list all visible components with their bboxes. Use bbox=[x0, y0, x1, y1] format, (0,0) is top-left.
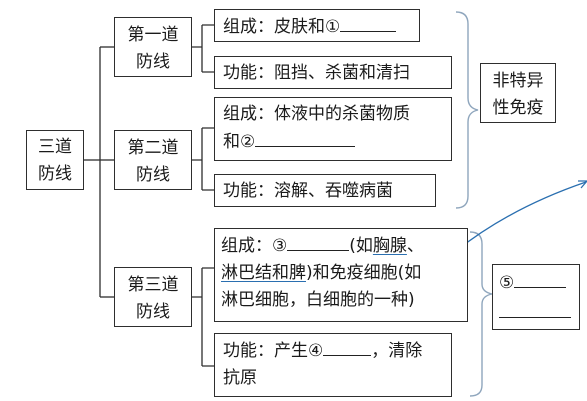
nonspecific-immunity-box: 非特异 性免疫 bbox=[480, 63, 556, 123]
third-function-prefix: 功能：产生 bbox=[223, 341, 308, 361]
first-defense-subtitle: 防线 bbox=[136, 52, 170, 72]
third-composition-sep: 、 bbox=[406, 236, 424, 256]
second-defense-subtitle: 防线 bbox=[136, 165, 170, 185]
second-function-box: 功能：溶解、吞噬病菌 bbox=[214, 174, 436, 207]
second-function-text: 功能：溶解、吞噬病菌 bbox=[223, 181, 393, 201]
nonspecific-line2: 性免疫 bbox=[492, 98, 544, 118]
first-function-box: 功能：阻挡、杀菌和清扫 bbox=[214, 56, 452, 89]
blank-number-5: ⑤ bbox=[499, 273, 515, 293]
third-defense-subtitle: 防线 bbox=[136, 302, 170, 322]
third-function-box: 功能：产生④ ，清除 抗原 bbox=[214, 333, 452, 397]
answer-blank-2 bbox=[255, 128, 356, 147]
third-function-line2: 抗原 bbox=[223, 368, 257, 388]
third-defense-title: 第三道 bbox=[127, 275, 179, 295]
first-composition-text: 组成：皮肤和 bbox=[223, 17, 325, 37]
third-composition-paren: (如 bbox=[349, 236, 373, 256]
second-composition-line1: 组成：体液中的杀菌物质 bbox=[223, 104, 410, 124]
third-function-suffix: ，清除 bbox=[371, 341, 423, 361]
blank-number-1: ① bbox=[325, 17, 341, 37]
blank-number-4: ④ bbox=[308, 341, 324, 361]
annotation-arrowhead bbox=[578, 180, 587, 189]
second-composition-box: 组成：体液中的杀菌物质 和② bbox=[214, 97, 452, 161]
first-function-text: 功能：阻挡、杀菌和清扫 bbox=[223, 63, 410, 83]
thymus-underlined: 胸腺 bbox=[372, 236, 407, 256]
first-sub-connector bbox=[192, 24, 214, 73]
answer-blank-5a bbox=[514, 269, 567, 288]
third-sub-connector bbox=[192, 267, 214, 367]
root-label-line1: 三道 bbox=[38, 137, 72, 157]
root-label-line2: 防线 bbox=[38, 164, 72, 184]
second-defense-box: 第二道 防线 bbox=[114, 130, 192, 190]
second-sub-connector bbox=[192, 127, 214, 191]
blank-number-2: ② bbox=[240, 132, 256, 152]
third-composition-rest: )和免疫细胞(如 bbox=[306, 263, 422, 283]
third-composition-line3: 淋巴细胞，白细胞的一种) bbox=[221, 290, 415, 310]
answer-blank-5b bbox=[499, 299, 571, 318]
second-defense-title: 第二道 bbox=[127, 138, 179, 158]
first-defense-title: 第一道 bbox=[127, 25, 179, 45]
nonspecific-line1: 非特异 bbox=[492, 71, 544, 91]
annotation-arrow bbox=[455, 181, 587, 252]
first-composition-box: 组成：皮肤和① bbox=[214, 9, 420, 42]
third-defense-box: 第三道 防线 bbox=[114, 267, 192, 327]
second-composition-prefix: 和 bbox=[223, 132, 240, 152]
answer-blank-4 bbox=[323, 337, 372, 356]
specific-answer-box: ⑤ bbox=[492, 264, 580, 330]
first-defense-box: 第一道 防线 bbox=[114, 17, 192, 77]
answer-blank-3 bbox=[287, 232, 350, 251]
specific-brace bbox=[469, 231, 493, 397]
nonspecific-brace bbox=[455, 11, 479, 209]
answer-blank-1 bbox=[340, 13, 397, 32]
blank-number-3: ③ bbox=[272, 236, 288, 256]
root-box: 三道 防线 bbox=[26, 130, 84, 190]
third-composition-prefix: 组成： bbox=[221, 236, 272, 256]
third-composition-box: 组成：③ (如胸腺、 淋巴结和脾)和免疫细胞(如 淋巴细胞，白细胞的一种) bbox=[214, 228, 468, 322]
lymph-spleen-underlined: 淋巴结和脾 bbox=[221, 263, 306, 283]
